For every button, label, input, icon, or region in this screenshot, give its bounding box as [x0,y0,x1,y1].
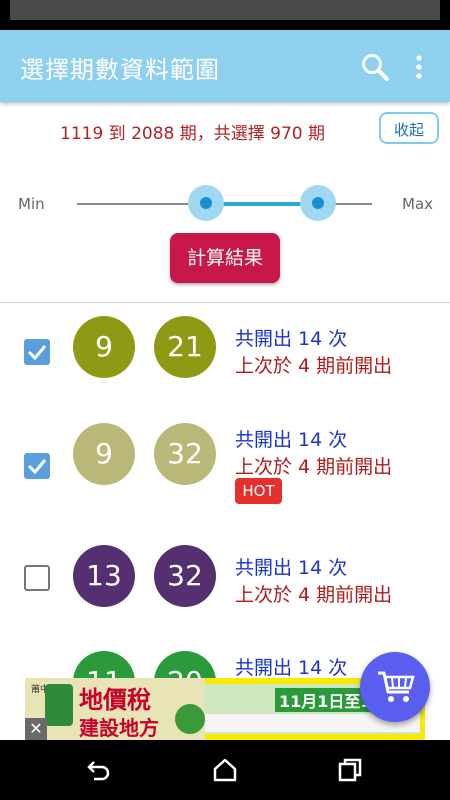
ad-subtitle: 建設地方 [79,716,159,740]
number-ball: 32 [154,545,216,607]
number-ball: 9 [73,316,135,378]
result-row: 13 32 共開出 14 次 上次於 4 期前開出 [0,540,450,620]
calculate-button[interactable]: 計算結果 [170,233,280,283]
ad-small-text: 莆中 [31,685,50,695]
row-count-text: 共開出 14 次 [235,328,348,350]
row-last-text: 上次於 4 期前開出 [235,355,393,377]
pineapple-icon [175,704,205,734]
home-icon[interactable] [212,757,238,787]
ad-close-button[interactable]: ✕ [25,718,47,740]
slider-thumb-low[interactable] [188,185,224,221]
cart-fab[interactable] [360,652,430,722]
more-vert-icon[interactable] [410,52,428,82]
number-ball: 13 [73,545,135,607]
row-count-text: 共開出 14 次 [235,657,348,679]
divider [0,302,450,303]
app-title: 選擇期數資料範圍 [20,56,220,84]
row-checkbox[interactable] [24,453,50,479]
result-row: 9 21 共開出 14 次 上次於 4 期前開出 [0,310,450,410]
row-last-text: 上次於 4 期前開出 [235,456,393,478]
slider-max-label: Max [402,195,434,213]
row-checkbox[interactable] [24,565,50,591]
nav-bar [0,740,450,800]
slider-thumb-high[interactable] [300,185,336,221]
collapse-button[interactable]: 收起 [379,112,439,144]
row-checkbox[interactable] [24,339,50,365]
row-count-text: 共開出 14 次 [235,557,348,579]
recents-icon[interactable] [338,758,362,786]
check-icon [27,459,47,475]
ad-left-panel: 莆中 地價稅 建設地方 [25,678,205,740]
app-bar: 選擇期數資料範圍 [0,30,450,102]
hot-badge: HOT [235,478,282,504]
search-icon[interactable] [360,52,390,82]
row-last-text: 上次於 4 期前開出 [235,584,393,606]
status-bar [0,0,450,30]
ad-info-strip [205,714,420,732]
slider-selected-range [206,202,318,206]
slider-min-label: Min [18,195,45,213]
slider-thumb-low-dot [200,197,212,209]
ad-logo [45,684,73,726]
status-bar-inner [10,0,440,20]
ad-banner[interactable]: 莆中 地價稅 建設地方 11月1日至11 [25,678,425,740]
number-ball: 32 [154,423,216,485]
number-ball: 21 [154,316,216,378]
result-row: 9 32 共開出 14 次 上次於 4 期前開出 HOT [0,418,450,528]
number-ball: 9 [73,423,135,485]
slider-thumb-high-dot [312,197,324,209]
back-icon[interactable] [86,758,112,786]
range-summary: 1119 到 2088 期，共選擇 970 期 [60,124,325,144]
row-count-text: 共開出 14 次 [235,429,348,451]
check-icon [27,345,47,361]
ad-title: 地價稅 [79,686,151,714]
shopping-cart-icon [378,671,415,702]
